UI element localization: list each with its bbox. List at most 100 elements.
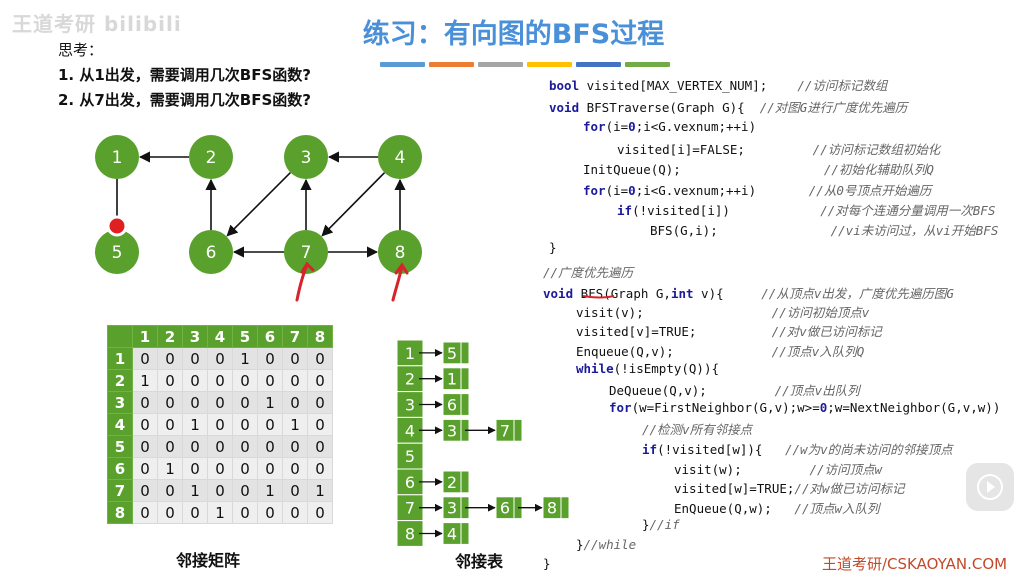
graph-node-label-4: 4 (395, 148, 406, 168)
adj-list-node-7-8-label: 8 (547, 499, 557, 518)
graph-node-3 (284, 135, 328, 179)
code-line: BFS(G,i); //vi未访问过，从vi开始BFS (650, 223, 999, 238)
graph-node-8 (378, 230, 422, 274)
adj-list-node-4-7-label: 7 (500, 421, 510, 440)
matrix-corner (107, 325, 133, 348)
matrix-cell: 0 (207, 457, 233, 480)
graph-node-1 (95, 135, 139, 179)
matrix-cell: 1 (132, 369, 158, 392)
matrix-cell: 0 (257, 457, 283, 480)
graph-node-label-2: 2 (206, 148, 217, 168)
matrix-cell: 0 (132, 391, 158, 414)
matrix-cell: 0 (157, 435, 183, 458)
matrix-cell: 0 (207, 479, 233, 502)
matrix-cell: 0 (232, 501, 258, 524)
code-line: //广度优先遍历 (543, 265, 634, 280)
matrix-cell: 0 (132, 479, 158, 502)
matrix-cell: 0 (157, 413, 183, 436)
adj-list-node-3-6-label: 6 (447, 396, 457, 415)
graph-node-label-7: 7 (301, 243, 312, 263)
matrix-cell: 1 (232, 347, 258, 370)
play-icon (977, 474, 1003, 500)
code-line: for(w=FirstNeighbor(G,v);w>=0;w=NextNeig… (609, 400, 1001, 415)
matrix-cell: 0 (282, 347, 308, 370)
matrix-row-header: 4 (107, 413, 133, 436)
adj-list-node-7-3-label: 3 (447, 499, 457, 518)
matrix-cell: 0 (307, 457, 333, 480)
code-line: InitQueue(Q); //初始化辅助队列Q (583, 162, 934, 177)
matrix-cell: 0 (282, 479, 308, 502)
adjacency-matrix-caption: 邻接矩阵 (176, 551, 241, 570)
red-pen-mark-under-8 (391, 262, 409, 302)
code-line: if(!visited[w]){ //w为v的尚未访问的邻接顶点 (642, 442, 953, 457)
adj-list-node-3-6 (442, 393, 470, 416)
matrix-cell: 0 (232, 479, 258, 502)
code-line: bool visited[MAX_VERTEX_NUM]; //访问标记数组 (549, 78, 888, 93)
code-line: visited[w]=TRUE;//对w做已访问标记 (674, 481, 905, 496)
matrix-cell: 1 (182, 413, 208, 436)
matrix-cell: 1 (207, 501, 233, 524)
matrix-cell: 0 (282, 435, 308, 458)
code-line: if(!visited[i]) //对每个连通分量调用一次BFS (617, 203, 996, 218)
matrix-row-header: 7 (107, 479, 133, 502)
matrix-cell: 0 (132, 501, 158, 524)
graph-node-label-8: 8 (395, 243, 406, 263)
adj-list-node-1-5-label: 5 (447, 344, 457, 363)
slide-title: 练习：有向图的BFS过程 (362, 19, 665, 50)
adj-list-node-8-4 (442, 522, 470, 545)
adj-list-node-2-1 (442, 367, 470, 391)
matrix-cell: 0 (132, 413, 158, 436)
adj-list-head-6 (396, 468, 424, 496)
adj-list-node-6-2-label: 2 (447, 473, 457, 492)
color-bar-4 (527, 62, 572, 67)
adj-list-head-3 (396, 391, 424, 418)
edge-4-to-7 (321, 172, 386, 237)
matrix-cell: 1 (157, 457, 183, 480)
adj-list-head-2 (396, 365, 424, 393)
matrix-cell: 0 (282, 391, 308, 414)
graph-node-4 (378, 135, 422, 179)
code-line: DeQueue(Q,v); //顶点v出队列 (609, 383, 860, 398)
matrix-cell: 0 (182, 391, 208, 414)
matrix-row-header: 1 (107, 347, 133, 370)
adj-list-node-4-3-label: 3 (447, 421, 457, 440)
matrix-cell: 0 (207, 391, 233, 414)
matrix-row-header: 8 (107, 501, 133, 524)
graph-node-5 (95, 230, 139, 274)
graph-node-2 (189, 135, 233, 179)
matrix-cell: 0 (257, 435, 283, 458)
code-line: }//if (642, 517, 680, 532)
adj-list-node-8-4-label: 4 (447, 525, 457, 544)
adj-list-head-3-label: 3 (405, 396, 415, 415)
matrix-cell: 1 (182, 479, 208, 502)
matrix-cell: 1 (282, 413, 308, 436)
code-line: } (543, 556, 551, 571)
think-title: 思考： (58, 41, 104, 59)
play-button[interactable] (966, 463, 1014, 511)
footer-brand: 王道考研/CSKAOYAN.COM (822, 555, 1008, 573)
adj-list-head-6-label: 6 (405, 473, 415, 492)
bilibili-watermark: 王道考研 bilibili (12, 12, 182, 36)
code-line: EnQueue(Q,w); //顶点w入队列 (674, 501, 880, 516)
adj-list-head-8-label: 8 (405, 525, 415, 544)
adjacency-list-caption: 邻接表 (455, 552, 504, 571)
code-line: }//while (576, 537, 637, 552)
matrix-cell: 0 (257, 413, 283, 436)
adj-list-node-7-8 (542, 496, 570, 520)
matrix-cell: 0 (157, 479, 183, 502)
code-line: void BFSTraverse(Graph G){ //对图G进行广度优先遍历 (549, 100, 908, 115)
graph-node-label-6: 6 (206, 243, 217, 263)
code-line: visit(w); //访问顶点w (674, 462, 883, 477)
matrix-cell: 0 (307, 369, 333, 392)
code-line: //检测v所有邻接点 (642, 422, 753, 437)
code-line: for(i=0;i<G.vexnum;++i) //从0号顶点开始遍历 (583, 183, 932, 198)
graph-node-label-5: 5 (112, 243, 123, 263)
